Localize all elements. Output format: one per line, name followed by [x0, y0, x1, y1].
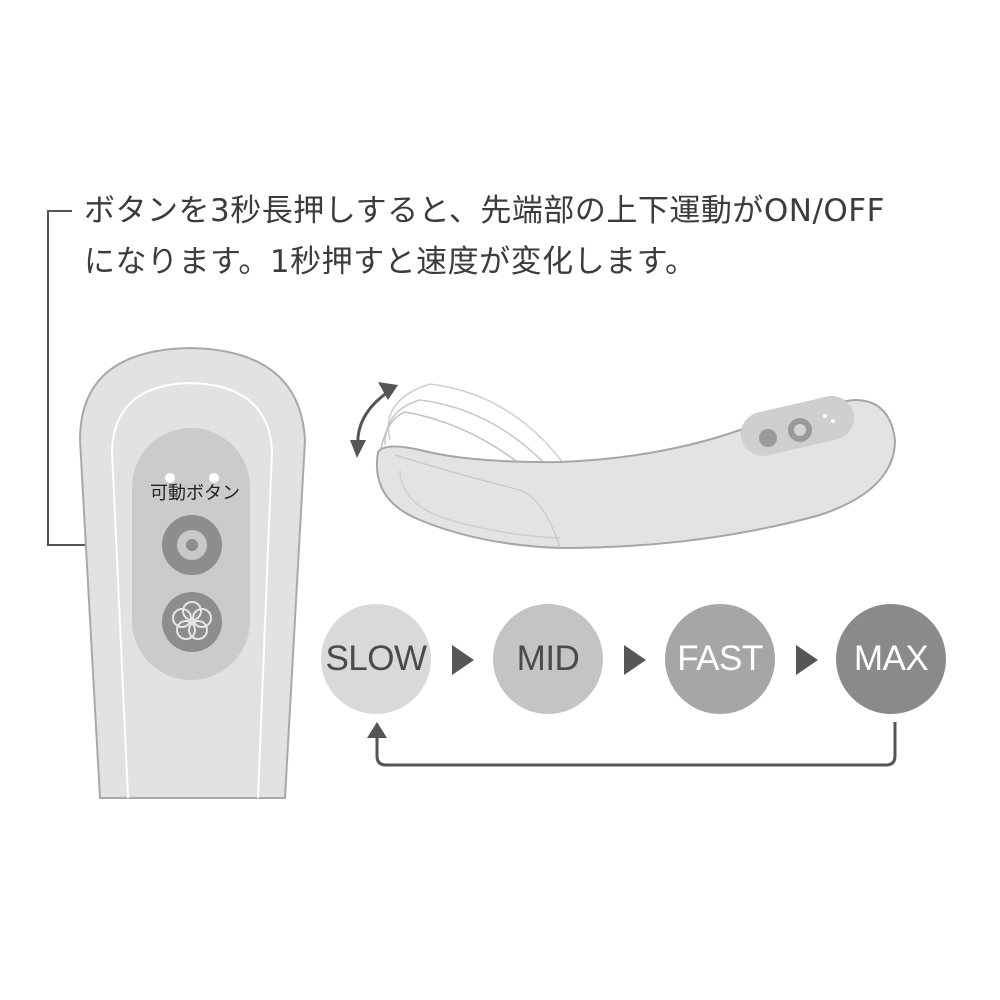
speed-max: MAX [836, 604, 946, 714]
speed-mid: MID [493, 604, 603, 714]
loop-back-arrow [375, 722, 897, 767]
movable-button[interactable] [162, 515, 222, 575]
instruction-line-2: になります。1秒押すと速度が変化します。 [84, 244, 697, 280]
speed-max-label: MAX [853, 639, 929, 678]
speed-slow: SLOW [321, 604, 431, 714]
flower-icon [172, 601, 212, 640]
flower-mode-button[interactable] [162, 592, 222, 652]
instruction-line-1: ボタンを3秒長押しすると、先端部の上下運動がON/OFF [84, 193, 885, 229]
curved-device [375, 383, 897, 550]
device-handle [78, 346, 307, 799]
next-arrow-icon [796, 645, 818, 675]
movable-button-label: 可動ボタン [150, 483, 240, 504]
next-arrow-icon [624, 645, 646, 675]
indicator-light [165, 473, 175, 483]
speed-slow-label: SLOW [325, 639, 427, 678]
loop-back-arrowhead-icon [367, 722, 387, 738]
next-arrow-icon [452, 645, 474, 675]
indicator-light [209, 473, 219, 483]
speed-fast: FAST [665, 604, 775, 714]
speed-mid-label: MID [516, 639, 580, 678]
speed-fast-label: FAST [677, 639, 763, 678]
